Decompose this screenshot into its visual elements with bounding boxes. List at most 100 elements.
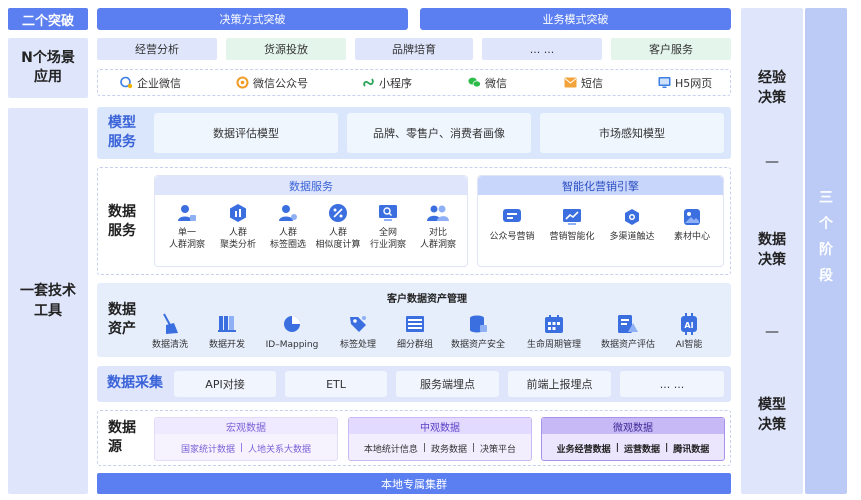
scene-brand-cultivation: 品牌培育 — [355, 38, 473, 60]
tech-tools-label-line1: 一套技术 — [20, 283, 76, 299]
scene-customer-service: 客户服务 — [611, 38, 731, 60]
data-service-box: 数据服务 单一 人群洞察 人群 聚类分析 人群 标签圈选 人群 相似度计算 全网… — [154, 175, 468, 267]
strip-char: 段 — [819, 268, 833, 284]
channel-wechat: 微信 — [468, 70, 507, 95]
source-group-head: 微观数据 — [542, 418, 724, 434]
mini-program-icon — [362, 76, 375, 89]
engine-item-label: 素材中心 — [673, 232, 710, 242]
network-share-icon — [621, 206, 643, 228]
person-tag-icon — [277, 202, 299, 224]
engine-item-materials: 素材中心 — [662, 206, 722, 243]
service-item-line1: 全网 — [378, 228, 397, 238]
stage-line1: 经验 — [758, 70, 786, 86]
asset-item-security: 数据资产安全 — [442, 313, 514, 351]
group-compare-icon — [427, 202, 449, 224]
data-source-title-line2: 源 — [108, 439, 122, 455]
local-cluster-bar: 本地专属集群 — [97, 473, 731, 494]
source-item: 腾讯数据 — [673, 444, 710, 455]
stage-line1: 模型 — [758, 397, 786, 413]
n-scenarios-label: N个场景 应用 — [8, 38, 88, 98]
decision-breakthrough-bar: 决策方式突破 — [97, 8, 408, 30]
service-item-line2: 人群洞察 — [168, 240, 205, 250]
wecom-icon — [120, 76, 133, 89]
source-group-head: 宏观数据 — [155, 418, 337, 434]
channel-label: 微信公众号 — [253, 76, 308, 90]
stage-model-decision: 模型 决策 — [741, 395, 803, 435]
channel-sms: 短信 — [564, 70, 603, 95]
asset-item-label: 数据清洗 — [151, 340, 188, 350]
source-item: 政务数据 — [430, 444, 467, 455]
service-item-single-insight: 单一 人群洞察 — [157, 202, 217, 251]
tech-tools-label: 一套技术 工具 — [8, 108, 88, 494]
source-separator: | — [665, 443, 669, 453]
collect-box-frontend-tracking: 前端上报埋点 — [508, 371, 611, 397]
database-lock-icon — [467, 313, 489, 335]
strip-char: 三 — [819, 190, 833, 206]
n-scenarios-label-line1: N个场景 — [21, 50, 75, 66]
data-service-head: 数据服务 — [155, 176, 467, 195]
source-item: 业务经营数据 — [556, 444, 611, 455]
source-item: 国家统计数据 — [180, 444, 235, 455]
stage-line2: 决策 — [758, 252, 786, 268]
asset-item-development: 数据开发 — [191, 313, 263, 351]
service-item-line1: 人群 — [228, 228, 247, 238]
channel-label: 微信 — [485, 76, 507, 90]
service-item-line1: 人群 — [278, 228, 297, 238]
engine-item-label: 公众号营销 — [489, 232, 535, 242]
data-asset-title: 数据 资产 — [108, 301, 136, 339]
stages-column — [741, 8, 803, 494]
ai-chip-icon: AI — [678, 313, 700, 335]
business-breakthrough-bar: 业务模式突破 — [420, 8, 731, 30]
model-service-title-line1: 模型 — [108, 115, 136, 131]
data-service-title: 数据 服务 — [108, 203, 136, 241]
marketing-engine-box: 智能化营销引擎 公众号营销 营销智能化 多渠道触达 素材中心 — [477, 175, 724, 267]
model-service-panel: 模型 服务 数据评估模型 品牌、零售户、消费者画像 市场感知模型 — [97, 107, 731, 159]
asset-item-label: 数据开发 — [208, 340, 245, 350]
data-asset-title-line1: 数据 — [108, 302, 136, 318]
channel-label: 短信 — [581, 76, 603, 90]
collect-box-api: API对接 — [174, 371, 276, 397]
strip-char: 阶 — [819, 242, 833, 258]
engine-item-multichannel: 多渠道触达 — [602, 206, 662, 243]
source-separator: | — [239, 443, 244, 453]
asset-item-lifecycle: 生命周期管理 — [518, 313, 590, 351]
collect-box-etl: ETL — [285, 371, 387, 397]
data-collection-panel: 数据采集 API对接 ETL 服务端埋点 前端上报埋点 ... ... — [97, 366, 731, 402]
asset-item-id-mapping: ID–Mapping — [256, 313, 328, 351]
n-scenarios-label-line2: 应用 — [34, 69, 62, 85]
data-asset-head: 客户数据资产管理 — [387, 294, 467, 305]
model-service-title: 模型 服务 — [108, 114, 136, 152]
model-box-profile: 品牌、零售户、消费者画像 — [347, 113, 531, 153]
service-item-line2: 人群洞察 — [419, 240, 456, 250]
asset-item-cleaning: 数据清洗 — [134, 313, 206, 351]
service-item-tag-select: 人群 标签圈选 — [258, 202, 318, 251]
source-item: 人地关系大数据 — [248, 444, 312, 455]
data-service-title-line2: 服务 — [108, 223, 136, 239]
source-item: 决策平台 — [480, 444, 517, 455]
tag-icon — [347, 313, 369, 335]
data-source-title: 数据 源 — [108, 419, 136, 457]
model-box-market: 市场感知模型 — [540, 113, 724, 153]
engine-item-intelligent: 营销智能化 — [542, 206, 602, 243]
service-item-compare: 对比 人群洞察 — [408, 202, 468, 251]
asset-item-label: 细分群组 — [396, 340, 433, 350]
channel-label: 小程序 — [379, 76, 412, 90]
book-stack-icon — [216, 313, 238, 335]
marketing-engine-head: 智能化营销引擎 — [478, 176, 723, 195]
sms-icon — [564, 76, 577, 89]
service-item-industry: 全网 行业洞察 — [358, 202, 418, 251]
stage-line2: 决策 — [758, 90, 786, 106]
table-grid-icon — [404, 313, 426, 335]
channel-label: 企业微信 — [137, 76, 181, 90]
monitor-search-icon — [377, 202, 399, 224]
person-chart-icon — [176, 202, 198, 224]
stage-line1: 数据 — [758, 232, 786, 248]
chat-bubble-icon — [501, 206, 523, 228]
asset-item-evaluation: 数据资产评估 — [592, 313, 664, 351]
source-separator: | — [472, 443, 476, 453]
source-group-micro: 微观数据 业务经营数据 | 运营数据 | 腾讯数据 — [541, 417, 725, 461]
h5-webpage-icon — [658, 76, 671, 89]
three-stages-strip — [805, 8, 847, 494]
stage-line2: 决策 — [758, 417, 786, 433]
source-group-head: 中观数据 — [349, 418, 531, 434]
